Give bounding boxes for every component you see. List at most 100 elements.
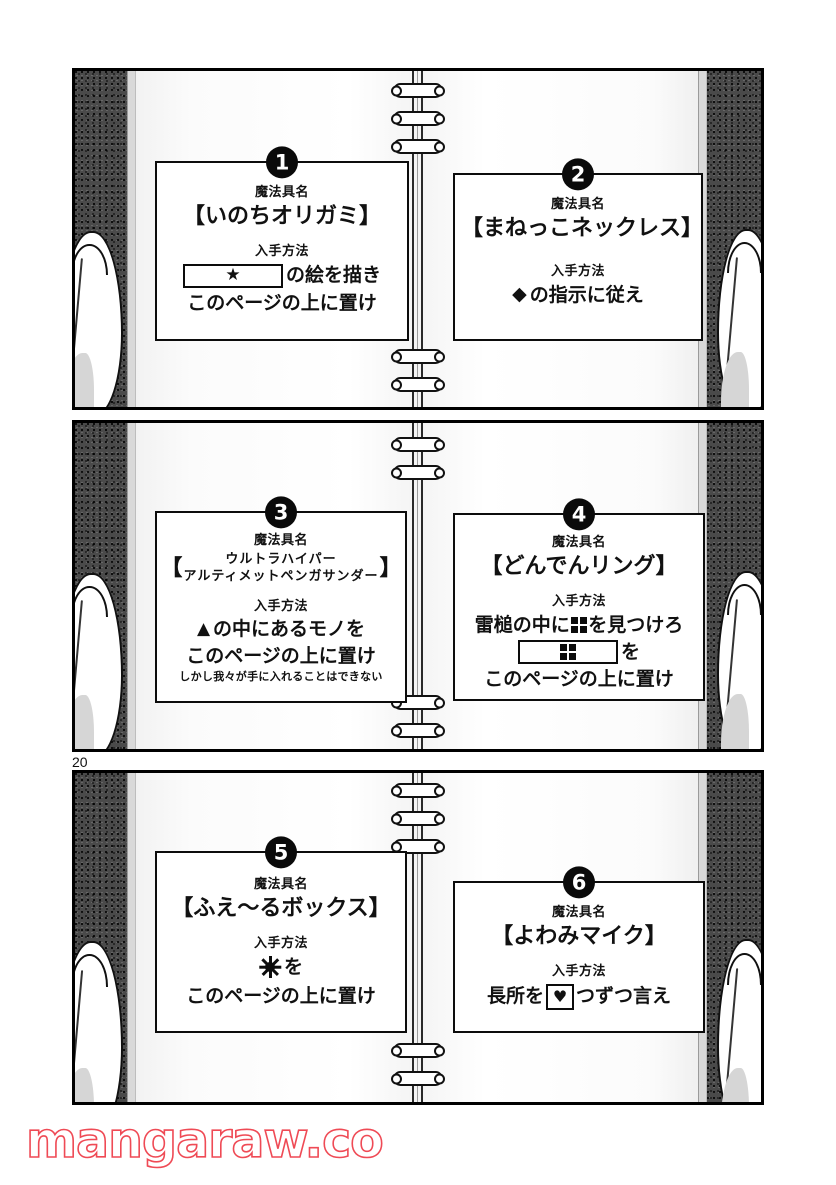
note-number-badge-2: 2 — [562, 158, 594, 191]
note-footnote: しかし我々が手に入れることはできない — [179, 669, 383, 683]
binder-ring — [393, 811, 443, 826]
magic-item-note-3: 3 魔法具名 【 ウルトラハイパー アルティメットペンガサンダー 】 入手方法 … — [155, 496, 407, 703]
comic-panel-1: 1 魔法具名 【いのちオリガミ】 入手方法 ★ の絵を描き このページの上に置け… — [72, 68, 764, 410]
method-line-1: 雷槌の中に を見つけろ — [461, 614, 697, 636]
spine-line — [412, 773, 414, 1102]
heart-icon: ♥ — [552, 986, 568, 1006]
binder-ring — [393, 139, 443, 154]
comic-panel-2: 3 魔法具名 【 ウルトラハイパー アルティメットペンガサンダー 】 入手方法 … — [72, 420, 764, 752]
grid-four-icon — [559, 643, 577, 661]
binder-ring — [393, 465, 443, 480]
spine-line — [412, 423, 414, 749]
spine-line — [417, 423, 419, 749]
item-name-label: 魔法具名 — [254, 185, 309, 200]
right-thumb — [717, 571, 761, 749]
magic-item-note-1: 1 魔法具名 【いのちオリガミ】 入手方法 ★ の絵を描き このページの上に置け — [155, 146, 409, 341]
item-name-value: 【ふえ〜るボックス】 — [171, 896, 391, 922]
item-name-value: 【どんでんリング】 — [480, 554, 678, 580]
thumb-nail — [726, 584, 761, 616]
binder-ring — [393, 111, 443, 126]
thumb-shadow — [721, 352, 750, 407]
method-text-after: の絵を描き — [285, 264, 381, 287]
method-text-after: を見つけろ — [588, 613, 684, 636]
thumb-shadow — [75, 353, 95, 407]
grid-four-icon-slot — [517, 640, 618, 665]
binder-ring — [393, 723, 443, 738]
magic-item-note-6: 6 魔法具名 【よわみマイク】 入手方法 長所を ♥ つずつ言え — [453, 866, 705, 1033]
method-line-2: このページの上に置け — [187, 291, 377, 314]
thumb-shadow — [75, 1068, 95, 1102]
method-line-1: を — [163, 956, 399, 978]
binder-ring — [393, 83, 443, 98]
page-number: 20 — [72, 754, 88, 770]
note-number-badge-3: 3 — [265, 496, 297, 529]
star-icon: ★ — [225, 265, 241, 286]
method-text: の中にあるモノを — [213, 618, 366, 641]
method-line-2: このページの上に置け — [186, 985, 376, 1008]
spine-line — [412, 71, 414, 407]
diamond-icon: ◆ — [512, 283, 527, 306]
item-name-label: 魔法具名 — [550, 197, 605, 212]
thumb-shadow — [721, 694, 750, 749]
magic-item-note-2: 2 魔法具名 【まねっこネックレス】 入手方法 ◆ の指示に従え — [453, 158, 704, 341]
item-name-label: 魔法具名 — [551, 905, 606, 920]
right-thumb — [717, 229, 761, 407]
method-text-after: を — [620, 640, 640, 663]
how-to-obtain-label: 入手方法 — [253, 936, 308, 952]
note-number-badge-5: 5 — [265, 836, 297, 869]
method-line-2: を — [461, 640, 697, 665]
thumb-nail — [75, 585, 108, 618]
method-text: の指示に従え — [529, 283, 644, 306]
book-page-edge-left — [127, 773, 136, 1102]
binder-ring — [393, 377, 443, 392]
item-name-value: 【いのちオリガミ】 — [182, 204, 381, 230]
thumb-shadow — [721, 1067, 750, 1102]
note-number-badge-6: 6 — [563, 866, 595, 899]
method-text: を — [283, 955, 303, 978]
how-to-obtain-label: 入手方法 — [253, 598, 308, 614]
method-text-after: つずつ言え — [576, 985, 672, 1008]
bracket-open: 【 — [160, 555, 183, 581]
thumb-nail — [75, 243, 108, 276]
spine-line — [417, 71, 419, 407]
binder-ring — [393, 839, 443, 854]
note-number-badge-4: 4 — [563, 498, 595, 531]
item-name-label: 魔法具名 — [253, 533, 308, 548]
binder-ring — [393, 1071, 443, 1086]
spine-line — [421, 423, 423, 749]
spiral-binding — [393, 773, 443, 1102]
binder-ring — [393, 437, 443, 452]
item-name-value: 【まねっこネックレス】 — [461, 216, 704, 242]
spiral-binding — [393, 71, 443, 407]
method-line-1: ◆ の指示に従え — [461, 284, 695, 306]
item-name-label: 魔法具名 — [253, 877, 308, 892]
how-to-obtain-label: 入手方法 — [550, 264, 605, 280]
method-line-3: このページの上に置け — [484, 668, 674, 691]
spiral-binding — [393, 423, 443, 749]
book-page-edge-left — [127, 423, 136, 749]
left-thumb — [75, 573, 123, 749]
binder-ring — [393, 1043, 443, 1058]
binder-ring — [393, 349, 443, 364]
magic-item-note-5: 5 魔法具名 【ふえ〜るボックス】 入手方法 を このページの上に置け — [155, 836, 407, 1033]
watermark: mangaraw.co — [25, 1111, 384, 1170]
sun-icon — [259, 955, 282, 978]
method-line-2: このページの上に置け — [186, 644, 376, 667]
item-name-label: 魔法具名 — [551, 535, 606, 550]
thumb-nail — [726, 952, 761, 986]
method-line-1: ▲ の中にあるモノを — [163, 618, 399, 640]
comic-panel-3: 5 魔法具名 【ふえ〜るボックス】 入手方法 を このページの上に置け 6 魔法… — [72, 770, 764, 1105]
triangle-icon: ▲ — [196, 618, 211, 639]
how-to-obtain-label: 入手方法 — [551, 594, 606, 610]
spine-line — [421, 71, 423, 407]
method-text-before: 雷槌の中に — [474, 613, 570, 636]
thumb-nail — [726, 242, 761, 274]
method-line-1: 長所を ♥ つずつ言え — [461, 983, 697, 1010]
item-name-line-1: ウルトラハイパー — [225, 552, 337, 568]
thumb-shadow — [75, 695, 95, 749]
note-number-badge-1: 1 — [266, 146, 298, 179]
spine-line — [421, 773, 423, 1102]
star-icon-slot: ★ — [182, 263, 283, 288]
thumb-nail — [75, 954, 108, 987]
